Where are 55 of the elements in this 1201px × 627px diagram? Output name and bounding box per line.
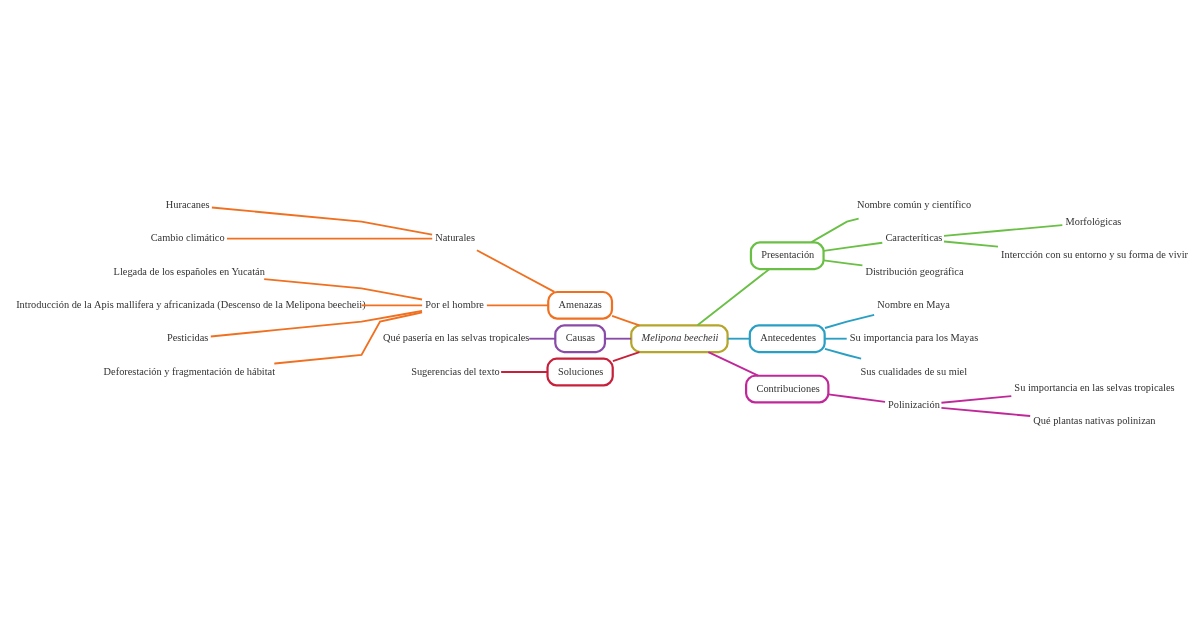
node-text: Huracanes	[165, 199, 210, 211]
connector	[500, 371, 549, 373]
connector	[273, 311, 423, 365]
connector	[485, 304, 550, 307]
node-text: Nombre en Maya	[877, 299, 950, 311]
node-text: Qué pasería en las selvas tropicales	[383, 332, 530, 344]
node-text: Deforestación y fragmentación de hábitat	[103, 365, 276, 377]
node-text: Nombre común y científico	[856, 199, 972, 211]
node-text: Morfológicas	[1065, 216, 1122, 228]
node-text: Distribución geográfica	[865, 265, 964, 277]
node-text: Caracteríticas	[885, 232, 943, 244]
connector	[822, 241, 884, 252]
node-text: Llegada de los españoles en Yucatán	[113, 265, 265, 277]
node-box: Soluciones	[546, 357, 614, 387]
node-box: Melipona beecheii	[630, 324, 729, 354]
connector	[209, 310, 423, 338]
connector	[210, 206, 434, 236]
node-text: Sus cualidades de su miel	[860, 365, 968, 377]
node-box: Presentación	[749, 241, 825, 271]
connector	[810, 217, 860, 244]
connector	[696, 268, 771, 327]
node-text: Su importancia en las selvas tropicales	[1014, 382, 1175, 394]
node-text: Cambio climático	[150, 232, 225, 244]
node-text: Pesticidas	[166, 332, 209, 344]
connector	[360, 304, 424, 307]
node-text: Por el hombre	[425, 299, 484, 311]
node-text: Naturales	[435, 232, 475, 244]
node-text: Qué plantas nativas polinizan	[1033, 415, 1156, 427]
node-box: Contribuciones	[745, 374, 830, 404]
connector	[943, 224, 1064, 237]
node-text: Sugerencias del texto	[411, 365, 500, 377]
connector	[611, 351, 641, 363]
connector	[604, 337, 632, 340]
node-text: Polinización	[888, 399, 940, 411]
node-text: Intercción con su entorno y su forma de vivir	[1001, 249, 1189, 261]
connector	[475, 249, 556, 293]
connector	[611, 315, 641, 327]
connector	[707, 351, 760, 377]
connector	[822, 259, 864, 267]
connector	[824, 337, 848, 340]
connector	[940, 395, 1013, 404]
connector	[726, 337, 751, 340]
connector	[824, 348, 863, 360]
connector	[827, 393, 886, 403]
connector	[226, 237, 434, 240]
node-text: Introducción de la Apis mallifera y africanizada (Descenso de la Melipona beecheii)	[16, 299, 366, 311]
connector	[528, 337, 557, 340]
node-box: Amenazas	[547, 290, 614, 320]
node-text: Su importancia para los Mayas	[849, 332, 979, 344]
connector	[263, 278, 423, 301]
node-box: Antecedentes	[748, 324, 826, 354]
connector	[940, 407, 1032, 417]
connector	[943, 240, 999, 248]
node-box: Causas	[554, 324, 607, 354]
connector	[824, 313, 876, 329]
